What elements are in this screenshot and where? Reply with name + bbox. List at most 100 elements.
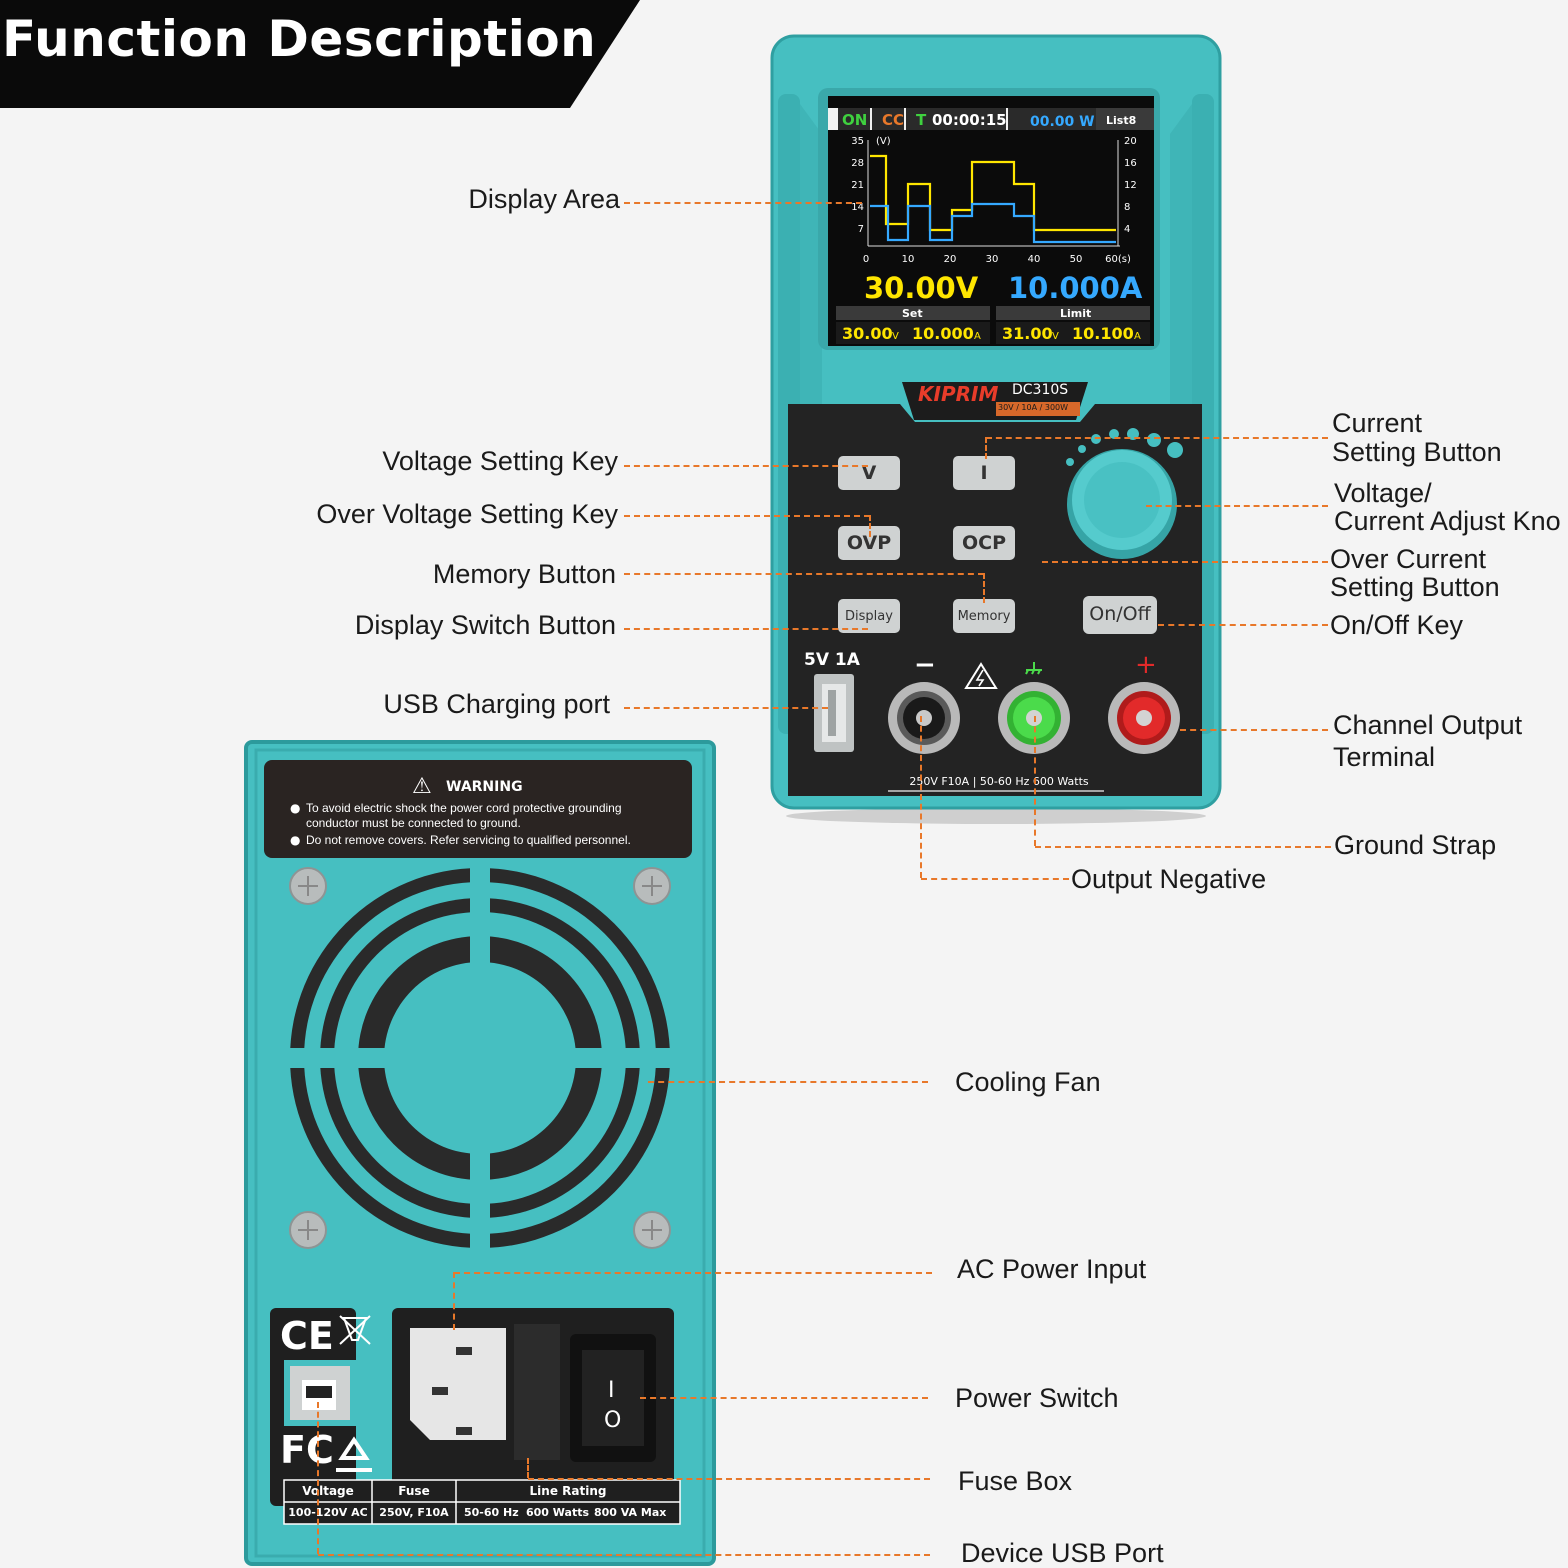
leader-ovp-key-drop [869, 515, 871, 537]
status-on: ON [842, 111, 867, 129]
display-button[interactable]: Display [845, 609, 893, 624]
i-button[interactable]: I [980, 462, 988, 484]
negative-symbol: − [914, 650, 936, 680]
leader-display-area [624, 202, 862, 204]
lcd-x-tick: 20 [944, 254, 957, 265]
lcd-left-tick: 21 [851, 180, 864, 191]
callout-memory-button: Memory Button [432, 559, 616, 589]
leader-ac-input [454, 1272, 932, 1274]
leader-ground-strap-rise [1034, 716, 1036, 846]
leader-onoff [1158, 624, 1328, 626]
lcd-right-tick: 12 [1124, 180, 1137, 191]
callout-ocp-2: Setting Button [1330, 572, 1500, 602]
set-label: Set [902, 307, 923, 320]
leader-memory [624, 573, 984, 575]
limit-current-unit: A [1134, 331, 1141, 342]
switch-on-mark: I [608, 1378, 615, 1403]
lcd-left-tick: 35 [851, 136, 864, 147]
callout-ovp-key: Over Voltage Setting Key [316, 499, 618, 529]
ovp-button[interactable]: OVP [846, 532, 892, 554]
current-readout: 10.000A [1008, 271, 1143, 305]
callout-knob-1: Voltage/ [1334, 478, 1432, 508]
callout-usb-port: USB Charging port [383, 689, 610, 719]
table-value-va: 800 VA Max [594, 1506, 667, 1519]
leader-memory-drop [983, 573, 985, 603]
weee-bin-icon [339, 1315, 371, 1345]
lcd-x-tick: 50 [1070, 254, 1083, 265]
leader-output-negative-rise [920, 716, 922, 878]
set-voltage-unit: V [892, 331, 899, 342]
limit-voltage: 31.00 [1002, 324, 1053, 343]
usb-rating-label: 5V 1A [804, 650, 860, 670]
callout-ground-strap: Ground Strap [1334, 830, 1497, 860]
leader-display-switch [624, 628, 868, 630]
ocp-button[interactable]: OCP [961, 532, 1007, 554]
callout-fuse-box: Fuse Box [958, 1466, 1073, 1496]
warning-bullet-2: ● [290, 833, 301, 847]
positive-symbol: + [1135, 650, 1157, 680]
set-current-unit: A [974, 331, 981, 342]
leader-voltage-key [624, 465, 868, 467]
limit-voltage-unit: V [1052, 331, 1059, 342]
limit-label: Limit [1060, 307, 1091, 320]
table-value-frequency: 50-60 Hz [464, 1506, 519, 1519]
warning-line-1: To avoid electric shock the power cord p… [306, 801, 622, 815]
list-label: List8 [1106, 114, 1136, 127]
leader-power-switch [640, 1397, 928, 1399]
callout-channel-2: Terminal [1333, 742, 1436, 772]
memory-button[interactable]: Memory [957, 609, 1011, 624]
model-label: DC310S [1012, 382, 1069, 398]
callout-onoff-key: On/Off Key [1330, 610, 1464, 640]
rating-strip: 250V F10A | 50-60 Hz 600 Watts [909, 775, 1089, 788]
back-panel [244, 740, 716, 1566]
leader-fuse-box [528, 1478, 930, 1480]
callout-ac-input: AC Power Input [957, 1254, 1147, 1284]
leader-output-negative [921, 878, 1069, 880]
table-value-watts: 600 Watts [526, 1506, 590, 1519]
callout-voltage-key: Voltage Setting Key [382, 446, 618, 476]
lcd-x-tick: 0 [863, 254, 869, 265]
lcd-x-tick: 10 [902, 254, 915, 265]
leader-current-button [986, 437, 1328, 439]
callout-ocp-1: Over Current [1330, 544, 1487, 574]
lcd-right-tick: 4 [1124, 224, 1130, 235]
page-title: Function Description [2, 10, 597, 68]
leader-device-usb [318, 1554, 930, 1556]
leader-current-button-drop [985, 437, 987, 459]
leader-ground-strap [1035, 846, 1331, 848]
table-value-voltage: 100-120V AC [288, 1506, 368, 1519]
lcd-left-tick: 14 [851, 202, 864, 213]
table-value-fuse: 250V, F10A [379, 1506, 449, 1519]
callout-cooling-fan: Cooling Fan [955, 1067, 1101, 1097]
callout-channel-1: Channel Output [1333, 710, 1523, 740]
leader-ac-input-drop [453, 1272, 455, 1330]
limit-current: 10.100 [1072, 324, 1134, 343]
v-button[interactable]: V [861, 462, 877, 484]
leader-cooling-fan [648, 1081, 928, 1083]
warning-bullet-1: ● [290, 801, 301, 815]
set-voltage: 30.00 [842, 324, 893, 343]
voltage-readout: 30.00V [864, 271, 979, 305]
leader-device-usb-rise [317, 1402, 319, 1554]
callout-current-button-1: Current [1332, 408, 1423, 438]
table-header-voltage: Voltage [302, 1484, 354, 1498]
lcd-right-tick: 20 [1124, 136, 1137, 147]
callout-current-button-2: Setting Button [1332, 437, 1502, 467]
leader-usb [624, 707, 828, 709]
callout-display-area: Display Area [468, 184, 620, 214]
table-header-line-rating: Line Rating [529, 1484, 607, 1498]
warning-line-3: Do not remove covers. Refer servicing to… [306, 833, 631, 847]
lcd-right-tick: 16 [1124, 158, 1137, 169]
timer-readout: 00:00:15 [932, 111, 1007, 129]
left-axis-unit: (V) [876, 136, 891, 147]
lcd-x-tick: 40 [1028, 254, 1041, 265]
leader-channel [1180, 729, 1328, 731]
table-header-fuse: Fuse [398, 1484, 430, 1498]
onoff-button[interactable]: On/Off [1089, 603, 1151, 625]
warning-line-2: conductor must be connected to ground. [306, 816, 521, 830]
lcd-left-tick: 7 [858, 224, 864, 235]
leader-ocp [1042, 561, 1328, 563]
callout-power-switch: Power Switch [955, 1383, 1119, 1413]
callout-device-usb: Device USB Port [961, 1538, 1164, 1568]
lcd-left-tick: 28 [851, 158, 864, 169]
